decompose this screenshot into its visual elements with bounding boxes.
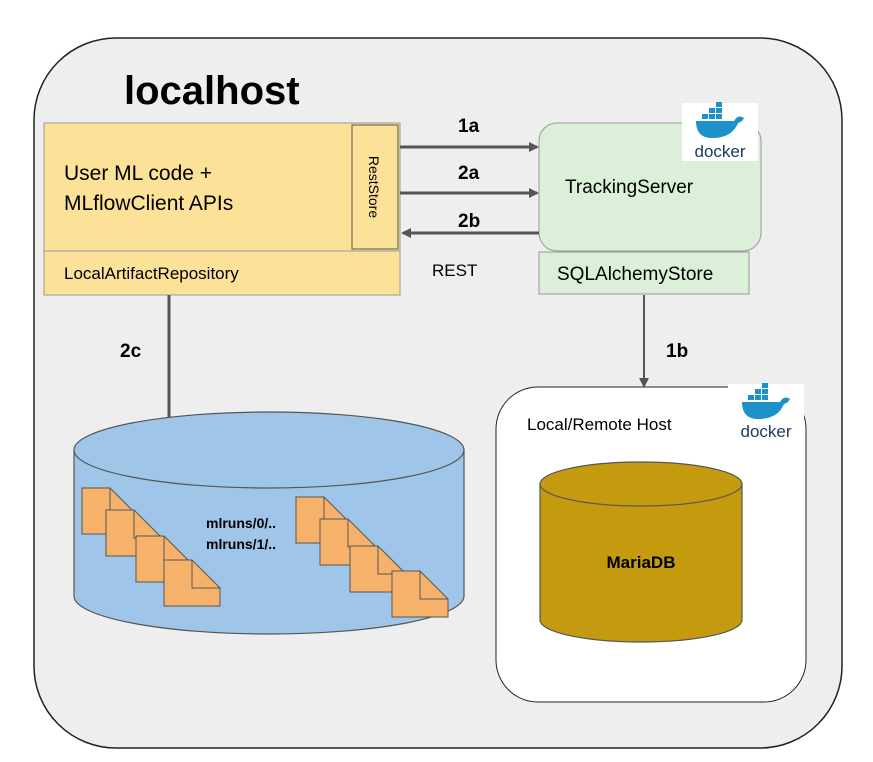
remote-host-title: Local/Remote Host — [527, 415, 672, 434]
tracking-server-label: TrackingServer — [565, 177, 694, 198]
docker-logo-tracking: docker — [682, 102, 758, 161]
arrow-1b-label: 1b — [666, 341, 688, 362]
client-box — [43, 122, 401, 296]
docker-wordmark-tracking: docker — [694, 142, 745, 161]
mlruns-path-line2: mlruns/1/.. — [206, 536, 276, 552]
whale-icon — [742, 383, 790, 419]
arrow-1a-label: 1a — [458, 116, 480, 137]
rest-label: REST — [432, 261, 477, 280]
reststore-label: RestStore — [366, 156, 382, 218]
client-code-line2: MLflowClient APIs — [64, 192, 233, 215]
docker-logo-remote: docker — [728, 383, 804, 442]
client-code-line1: User ML code + — [64, 162, 212, 185]
sqlalchemy-store-box — [538, 251, 750, 295]
artifact-repo-label: LocalArtifactRepository — [64, 264, 239, 283]
mariadb-cylinder — [539, 461, 743, 643]
docker-wordmark-remote: docker — [740, 422, 791, 441]
localhost-title: localhost — [124, 69, 300, 113]
arrow-2a-label: 2a — [458, 163, 480, 184]
arrow-2c-label: 2c — [120, 341, 142, 362]
whale-icon — [696, 102, 744, 138]
sqlalchemy-store-label: SQLAlchemyStore — [557, 264, 713, 285]
arrow-2b-label: 2b — [458, 211, 480, 232]
mlruns-path-line1: mlruns/0/.. — [206, 515, 276, 531]
reststore-box — [351, 124, 399, 250]
mariadb-label: MariaDB — [607, 553, 676, 572]
